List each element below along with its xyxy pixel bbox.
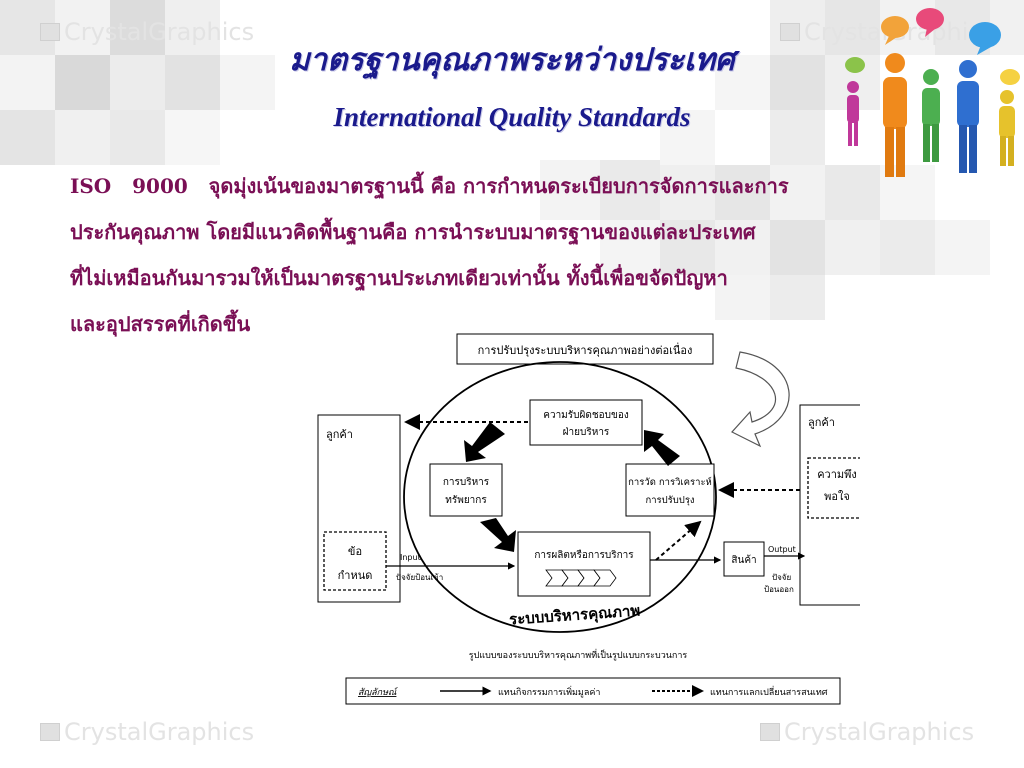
legend-solid-label: แทนกิจกรรมการเพิ่มมูลค่า — [498, 685, 600, 698]
continual-improvement-box — [456, 333, 714, 365]
right-customer-label: ลูกค้า — [808, 416, 835, 429]
output-label: Output — [768, 545, 796, 554]
management-responsibility-line1: ความรับผิดชอบของ — [543, 410, 629, 421]
resource-to-production-arrow-icon — [480, 518, 516, 552]
management-responsibility-box — [529, 399, 643, 446]
requirements-label-line2: กำหนด — [338, 569, 373, 582]
continual-improvement-label: การปรับปรุงระบบบริหารคุณภาพอย่างต่อเนื่อ… — [478, 342, 693, 357]
crystalgraphics-logo-icon — [760, 723, 780, 741]
satisfaction-box — [807, 457, 860, 519]
qms-process-diagram: การปรับปรุงระบบบริหารคุณภาพอย่างต่อเนื่อ… — [317, 333, 860, 705]
continual-improvement-arrow-icon — [731, 351, 790, 448]
left-customer-label: ลูกค้า — [326, 428, 353, 441]
output-factor-line2: ป้อนออก — [764, 585, 794, 594]
watermark-bottom-left: CrystalGraphics — [40, 718, 254, 746]
diagram-caption: รูปแบบของระบบบริหารคุณภาพที่เป็นรูปแบบกร… — [469, 648, 688, 661]
body-paragraph: ISO 9000 จุดมุ่งเน้นของมาตรฐานนี้ คือ กา… — [70, 163, 950, 347]
resource-management-box — [429, 463, 503, 517]
body-line: ที่ไม่เหมือนกันมารวมให้เป็นมาตรฐานประเภท… — [70, 266, 728, 290]
legend-dotted-label: แทนการแลกเปลี่ยนสารสนเทศ — [710, 685, 828, 698]
management-responsibility-line2: ฝ่ายบริหาร — [563, 427, 610, 438]
product-box — [723, 541, 765, 577]
legend-box — [345, 677, 841, 705]
legend-title: สัญลักษณ์ — [358, 687, 398, 698]
process-chevrons-icon — [545, 569, 617, 587]
body-line: ISO 9000 จุดมุ่งเน้นของมาตรฐานนี้ คือ กา… — [70, 174, 789, 198]
value-add-arrows — [464, 422, 680, 552]
background-mosaic — [0, 0, 1024, 320]
resource-management-line1: การบริหาร — [443, 477, 490, 488]
satisfaction-label-line1: ความพึง — [817, 468, 857, 481]
watermark-bottom-right: CrystalGraphics — [760, 718, 974, 746]
input-factor-label: ปัจจัยป้อนเข้า — [396, 573, 443, 582]
measurement-analysis-line1: การวัด การวิเคราะห์ — [628, 476, 712, 488]
measurement-analysis-box — [625, 463, 715, 517]
output-factor-line1: ปัจจัย — [772, 573, 791, 582]
crystalgraphics-logo-icon — [40, 723, 60, 741]
people-speech-bubbles-icon — [845, 8, 1020, 177]
info-arrow-production-to-measurement-icon — [655, 520, 702, 561]
resource-management-line2: ทรัพยากร — [445, 495, 487, 506]
body-line: ประกันคุณภาพ โดยมีแนวคิดพื้นฐานคือ การนำ… — [70, 220, 756, 244]
product-realization-label: การผลิตหรือการบริการ — [534, 549, 634, 561]
page-title-english: International Quality Standards — [333, 102, 691, 132]
measurement-to-mgmt-arrow-icon — [644, 430, 680, 466]
qms-ellipse-label: ระบบบริหารคุณภาพ — [509, 601, 641, 629]
mgmt-to-resource-arrow-icon — [464, 422, 505, 462]
body-line: และอุปสรรคที่เกิดขึ้น — [70, 312, 251, 336]
product-label: สินค้า — [731, 554, 756, 566]
crystalgraphics-logo-icon — [780, 23, 800, 41]
watermark-top-left: CrystalGraphics — [40, 18, 254, 46]
product-realization-box — [517, 531, 651, 597]
crystalgraphics-logo-icon — [40, 23, 60, 41]
requirements-label-line1: ข้อ — [348, 545, 362, 558]
qms-ellipse — [403, 361, 717, 633]
requirements-box — [323, 531, 387, 591]
page-title-thai: มาตรฐานคุณภาพระหว่างประเทศ — [289, 42, 735, 78]
measurement-analysis-line2: การปรับปรุง — [645, 495, 694, 506]
input-label: Input — [400, 553, 421, 562]
satisfaction-label-line2: พอใจ — [824, 490, 850, 503]
